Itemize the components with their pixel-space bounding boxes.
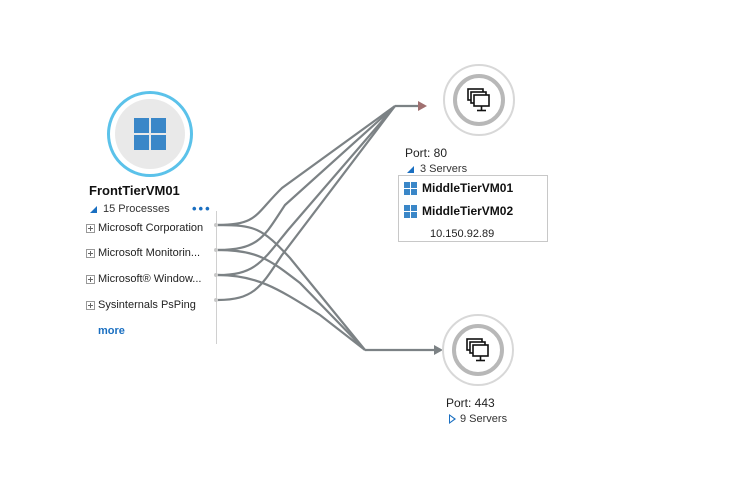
connection-process3-port443 bbox=[217, 273, 366, 351]
port80-label: Port: 80 bbox=[405, 146, 448, 160]
server-group-port443[interactable] bbox=[442, 314, 514, 386]
expand-plus-icon[interactable] bbox=[86, 248, 95, 258]
process-label: Microsoft Monitorin... bbox=[98, 247, 201, 259]
connection-process1-port443 bbox=[217, 223, 366, 351]
windows-logo-icon bbox=[404, 181, 417, 195]
port443-servers-count: 9 Servers bbox=[460, 413, 508, 425]
process-port-dot bbox=[214, 248, 218, 252]
port80-server-list: MiddleTierVM01 MiddleTierVM02 10.150.92.… bbox=[398, 175, 548, 242]
server-group-icon bbox=[466, 338, 489, 362]
vm-node-inner bbox=[115, 99, 185, 169]
arrowhead-port443 bbox=[434, 345, 443, 355]
windows-logo-icon bbox=[134, 118, 166, 150]
processes-toggle[interactable]: 15 Processes bbox=[90, 203, 170, 215]
server-name: MiddleTierVM01 bbox=[422, 181, 514, 195]
more-options-icon[interactable]: ••• bbox=[192, 201, 212, 216]
server-item[interactable]: MiddleTierVM01 bbox=[404, 181, 513, 195]
expand-plus-icon[interactable] bbox=[86, 223, 95, 233]
process-item[interactable]: Sysinternals PsPing bbox=[86, 299, 196, 311]
server-ip[interactable]: 10.150.92.89 bbox=[430, 228, 495, 240]
connection-process2-port80 bbox=[217, 105, 396, 252]
server-item[interactable]: MiddleTierVM02 bbox=[404, 204, 513, 218]
process-label: Microsoft Corporation bbox=[98, 222, 204, 234]
expand-plus-icon[interactable] bbox=[86, 300, 95, 310]
server-group-ring bbox=[452, 324, 504, 376]
server-group-port80[interactable] bbox=[443, 64, 515, 136]
server-group-ring bbox=[453, 74, 505, 126]
windows-logo-icon bbox=[404, 204, 417, 218]
vm-node-frontier[interactable] bbox=[107, 91, 193, 177]
port80-servers-toggle[interactable]: 3 Servers bbox=[407, 163, 467, 175]
process-label: Microsoft® Window... bbox=[98, 273, 202, 285]
server-group-icon bbox=[467, 88, 490, 112]
process-port-dot bbox=[214, 273, 218, 277]
expand-plus-icon[interactable] bbox=[86, 274, 95, 284]
port443-servers-toggle[interactable]: 9 Servers bbox=[449, 413, 507, 425]
connection-process2-port443 bbox=[217, 248, 366, 351]
process-item[interactable]: Microsoft® Window... bbox=[86, 273, 201, 285]
arrowhead-port80 bbox=[418, 101, 427, 111]
process-port-dot bbox=[214, 298, 218, 302]
process-port-dot bbox=[214, 223, 218, 227]
process-list-divider bbox=[216, 211, 217, 344]
vm-name[interactable]: FrontTierVM01 bbox=[89, 183, 180, 198]
processes-count: 15 Processes bbox=[103, 203, 170, 215]
port443-label: Port: 443 bbox=[446, 396, 495, 410]
collapse-triangle-icon bbox=[90, 205, 97, 213]
process-item[interactable]: Microsoft Corporation bbox=[86, 222, 203, 234]
expand-triangle-icon bbox=[449, 414, 456, 424]
port80-servers-count: 3 Servers bbox=[420, 163, 468, 175]
more-processes-link[interactable]: more bbox=[98, 325, 125, 337]
server-name: MiddleTierVM02 bbox=[422, 204, 514, 218]
connection-process4-port80 bbox=[217, 105, 396, 302]
collapse-triangle-icon bbox=[407, 165, 414, 173]
process-label: Sysinternals PsPing bbox=[98, 299, 196, 311]
process-item[interactable]: Microsoft Monitorin... bbox=[86, 247, 200, 259]
